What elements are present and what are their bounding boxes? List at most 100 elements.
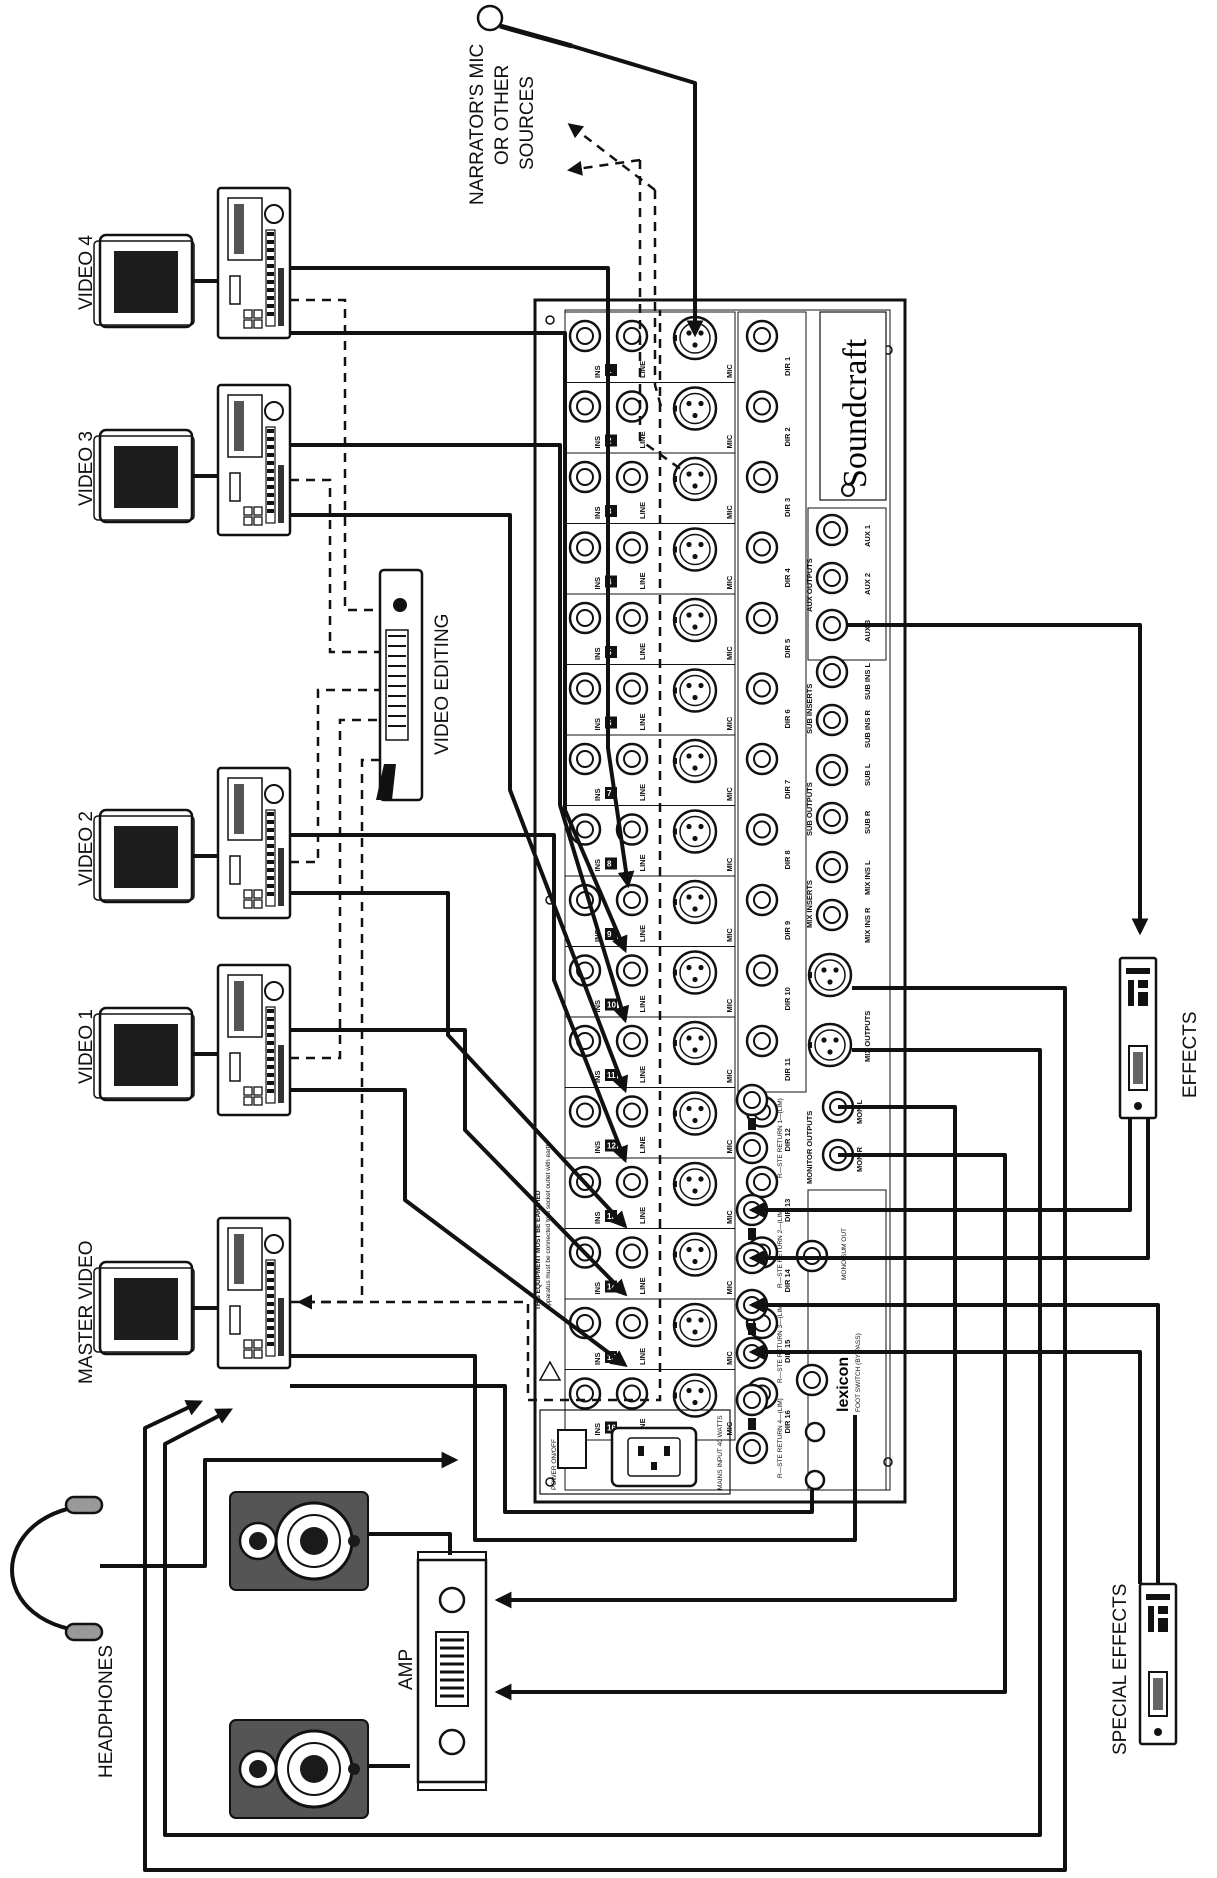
line-jack[interactable] (615, 954, 649, 987)
ins-jack[interactable] (568, 460, 602, 494)
line-jack[interactable] (615, 1377, 649, 1410)
foot-switch-jack[interactable] (795, 1363, 829, 1397)
aux3-jack[interactable] (815, 608, 849, 642)
mix-l-to-master-cable (143, 986, 1067, 1872)
stereo-return-jack[interactable] (735, 1383, 769, 1417)
monitor-r-label: MON R (855, 1146, 864, 1172)
ins-jack[interactable] (568, 1377, 602, 1410)
mix-ins-r-jack[interactable] (815, 898, 849, 932)
sub-ins-r-jack[interactable] (815, 703, 849, 737)
aux2-label: AUX 2 (863, 573, 872, 595)
ins-jack[interactable] (568, 1095, 602, 1128)
warning-sub-label: Apparatus must be connected to a socket … (545, 1142, 552, 1310)
line-label: LINE (638, 1136, 647, 1153)
mic-xlr[interactable] (671, 738, 718, 784)
microphone (476, 4, 573, 49)
speaker-top-cable (368, 1532, 452, 1555)
line-jack[interactable] (615, 1236, 649, 1269)
monitor-l-to-amp-cable (494, 1105, 957, 1609)
dir-out-jack[interactable] (745, 1165, 779, 1199)
mix-ins-l-jack[interactable] (815, 850, 849, 884)
channel-number: 8 (607, 860, 612, 869)
dir-label: DIR 4 (783, 568, 792, 588)
line-jack[interactable] (615, 460, 649, 494)
mic-xlr[interactable] (671, 668, 718, 713)
mix-output-r-xlr[interactable] (806, 1022, 853, 1068)
line-jack[interactable] (615, 672, 649, 705)
mic-xlr[interactable] (671, 1302, 718, 1348)
dir-out-jack[interactable] (745, 460, 779, 494)
line-jack[interactable] (615, 390, 649, 423)
aux1-jack[interactable] (815, 513, 849, 547)
dir-out-jack[interactable] (745, 601, 779, 635)
mic-xlr[interactable] (671, 1020, 718, 1066)
line-label: LINE (638, 361, 647, 378)
ins-jack[interactable] (568, 390, 602, 423)
mic-xlr[interactable] (671, 809, 718, 854)
mic-xlr[interactable] (671, 1091, 718, 1136)
dir-out-jack[interactable] (745, 319, 779, 353)
mic-xlr[interactable] (671, 597, 718, 643)
ins-label: INS (593, 1423, 602, 1436)
video-4-station: VIDEO 4 (76, 186, 292, 340)
mic-xlr[interactable] (671, 950, 718, 995)
line-jack[interactable] (615, 1024, 649, 1058)
mic-xlr[interactable] (671, 879, 718, 925)
dir-out-jack[interactable] (745, 531, 779, 564)
video-1-monitor-icon (92, 1006, 196, 1102)
mic-xlr[interactable] (671, 1232, 718, 1277)
dir-out-jack[interactable] (745, 954, 779, 987)
mic-xlr[interactable] (671, 386, 718, 431)
dir-out-jack[interactable] (745, 1024, 779, 1058)
ins-jack[interactable] (568, 319, 602, 353)
line-jack[interactable] (615, 742, 649, 776)
dir-out-jack[interactable] (745, 813, 779, 846)
stereo-return-jack[interactable] (735, 1083, 769, 1117)
ins-jack[interactable] (568, 601, 602, 635)
aux2-jack[interactable] (815, 561, 849, 595)
sub-l-jack[interactable] (815, 753, 849, 787)
line-jack[interactable] (615, 319, 649, 353)
dir-label: DIR 8 (783, 850, 792, 869)
dir-label: DIR 10 (783, 987, 792, 1010)
video3-right-cable (290, 513, 629, 1094)
dir-label: DIR 5 (783, 639, 792, 658)
mains-inlet[interactable] (610, 1426, 698, 1488)
dir-out-jack[interactable] (745, 390, 779, 423)
mix-output-l-xlr[interactable] (806, 952, 853, 998)
ins-label: INS (593, 1141, 602, 1154)
dir-out-jack[interactable] (745, 883, 779, 917)
mic-xlr[interactable] (671, 456, 718, 502)
channel-number: 9 (607, 930, 612, 939)
dir-out-jack[interactable] (745, 672, 779, 705)
aux1-label: AUX 1 (863, 525, 872, 547)
mic-cable (571, 44, 704, 338)
master-vcr-icon (216, 1216, 292, 1370)
mic-xlr[interactable] (671, 527, 718, 572)
line-jack[interactable] (615, 883, 649, 917)
channel-number: 12 (607, 1142, 616, 1151)
ins-jack[interactable] (568, 742, 602, 776)
line-jack[interactable] (615, 601, 649, 635)
stereo-return-jack[interactable] (735, 1431, 769, 1465)
dir-out-jack[interactable] (745, 742, 779, 776)
ins-jack[interactable] (568, 531, 602, 564)
line-jack[interactable] (615, 1095, 649, 1128)
ins-jack[interactable] (568, 672, 602, 705)
stereo-return-jack[interactable] (735, 1131, 769, 1165)
master-video-label: MASTER VIDEO (76, 1240, 97, 1384)
effects-unit-icon (1118, 956, 1158, 1120)
line-jack[interactable] (615, 1306, 649, 1340)
video-3-station: VIDEO 3 (76, 383, 292, 537)
dir-label: DIR 6 (783, 709, 792, 728)
line-jack[interactable] (615, 1165, 649, 1199)
power-switch[interactable] (557, 1429, 587, 1469)
video4-left-cable (290, 266, 635, 889)
sub-ins-l-jack[interactable] (815, 655, 849, 689)
mic-xlr[interactable] (671, 1161, 718, 1207)
ste-return-l-jack[interactable] (804, 1421, 826, 1443)
ste-return-r-jack[interactable] (804, 1469, 826, 1491)
sub-r-jack[interactable] (815, 801, 849, 835)
master-video-station: MASTER VIDEO (76, 1216, 292, 1384)
line-jack[interactable] (615, 531, 649, 564)
